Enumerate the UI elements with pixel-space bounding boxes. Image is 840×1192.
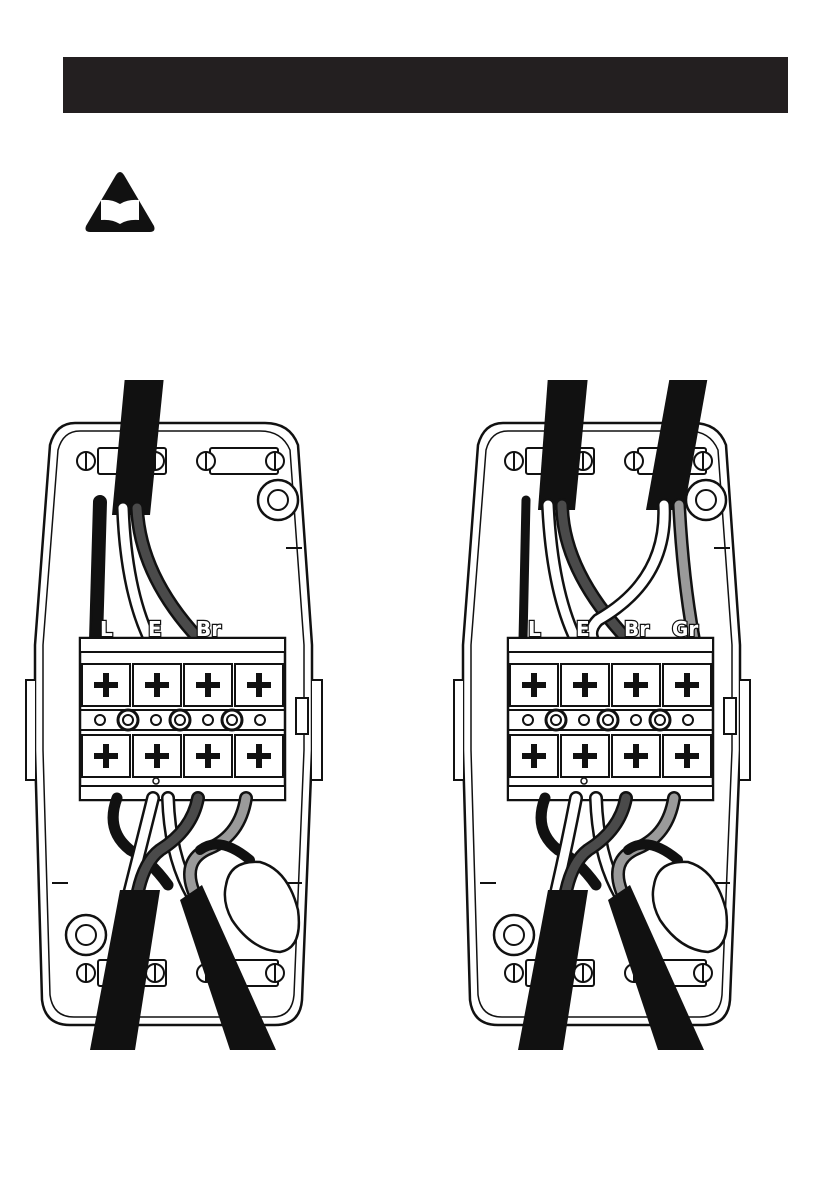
cable-clamp [197,448,284,474]
manual-book-warning-icon [84,170,156,234]
label-E: E [576,617,590,641]
label-E: E [148,617,162,641]
terminal-block [80,638,285,800]
label-Br: Br [196,617,221,641]
terminal-block [508,638,713,800]
label-L: L [100,617,113,641]
header-bar [63,57,788,113]
label-Br: Br [624,617,649,641]
label-L: L [528,617,541,641]
wiring-diagram-right: L E Br Gr [448,380,808,1050]
wiring-diagram-left: L E Br [20,380,380,1050]
label-Gr: Gr [672,617,698,641]
